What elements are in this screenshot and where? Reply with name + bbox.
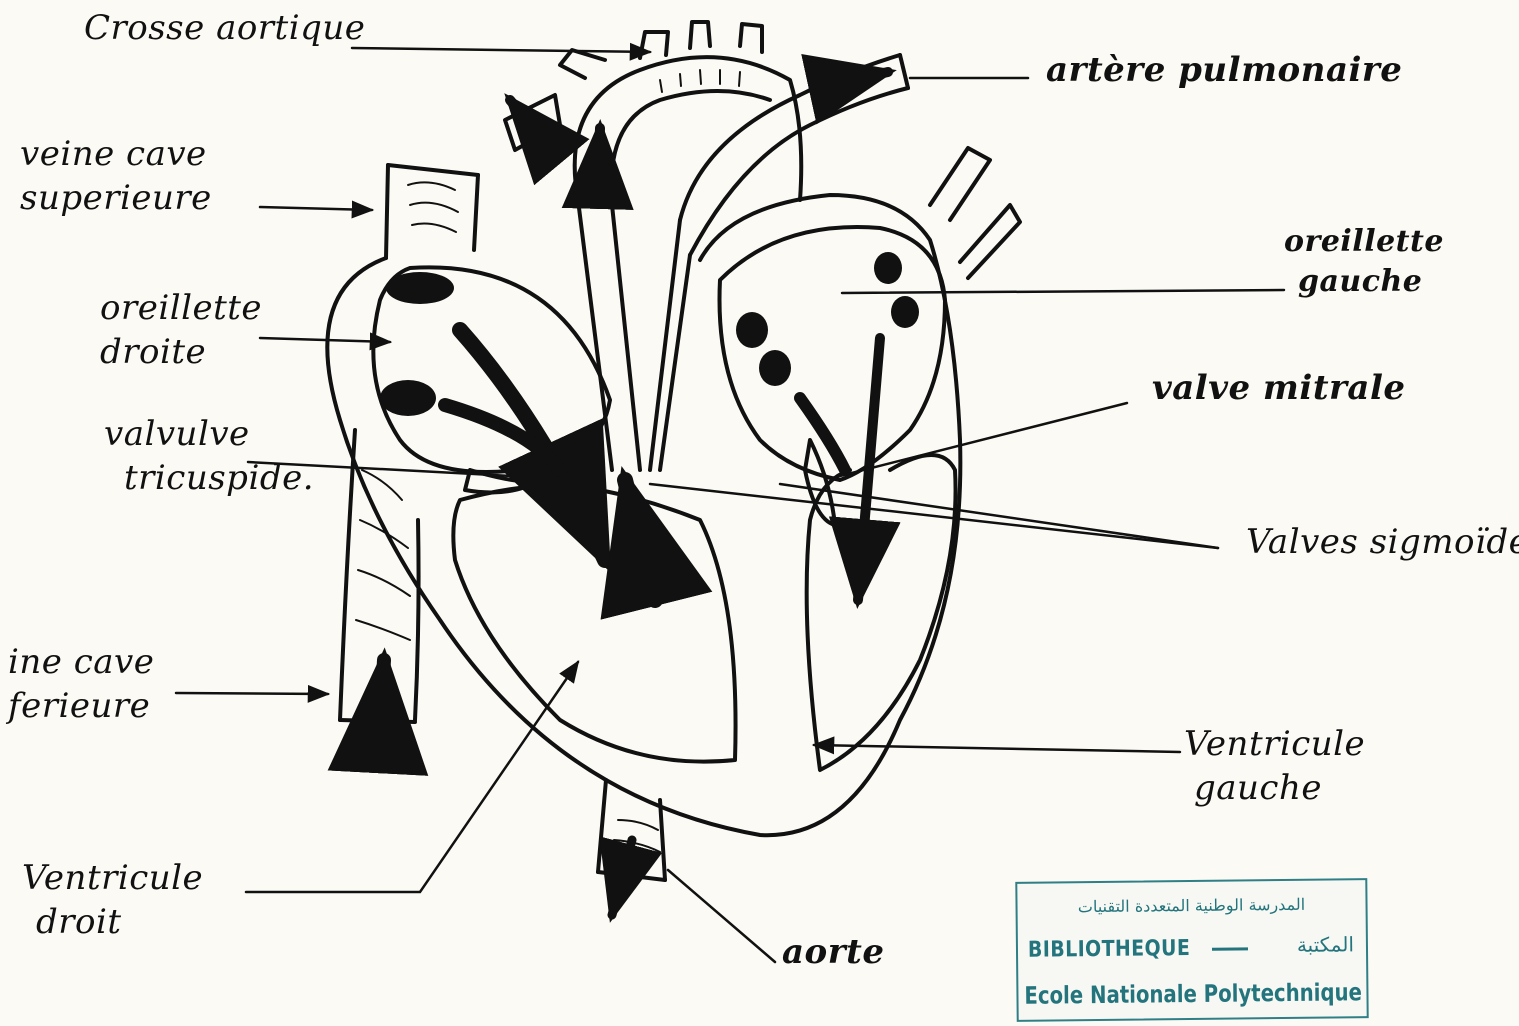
label-oreillette-gauche: oreillette gauche (1284, 222, 1444, 302)
label-oreillette-droite: oreillette droite (100, 286, 262, 374)
stamp-bibliotheque: BIBLIOTHEQUE (1028, 936, 1191, 963)
stamp-arabic-title: المدرسة الوطنية المتعددة التقنيات (1037, 894, 1345, 916)
label-veine-cave-inferieure: ine cave ferieure (8, 640, 154, 728)
left-ventricle-chamber (807, 455, 956, 770)
label-ventricule-gauche: Ventricule gauche (1184, 722, 1365, 810)
label-valvule-tricuspide: valvulve tricuspide. (104, 412, 314, 500)
label-aorte: aorte (782, 930, 884, 974)
label-valves-sigmoides: Valves sigmoïdes (1246, 520, 1519, 564)
label-ventricule-droit: Ventricule droit (22, 856, 203, 944)
pulmonary-veins (930, 148, 1020, 278)
stamp-arabic-library: المكتبة (1297, 932, 1354, 957)
superior-vena-cava (386, 165, 478, 258)
label-veine-cave-superieure: veine cave superieure (20, 132, 212, 220)
stamp-school-name: Ecole Nationale Polytechnique (1024, 978, 1362, 1010)
pulmonary-artery (505, 55, 908, 470)
label-crosse-aortique: Crosse aortique (84, 6, 365, 50)
library-stamp: المدرسة الوطنية المتعددة التقنيات BIBLIO… (1015, 878, 1368, 1022)
label-valve-mitrale: valve mitrale (1152, 366, 1406, 410)
stamp-dash (1212, 947, 1248, 950)
leader-lines (176, 48, 1284, 962)
label-artere-pulmonaire: artère pulmonaire (1046, 48, 1402, 92)
